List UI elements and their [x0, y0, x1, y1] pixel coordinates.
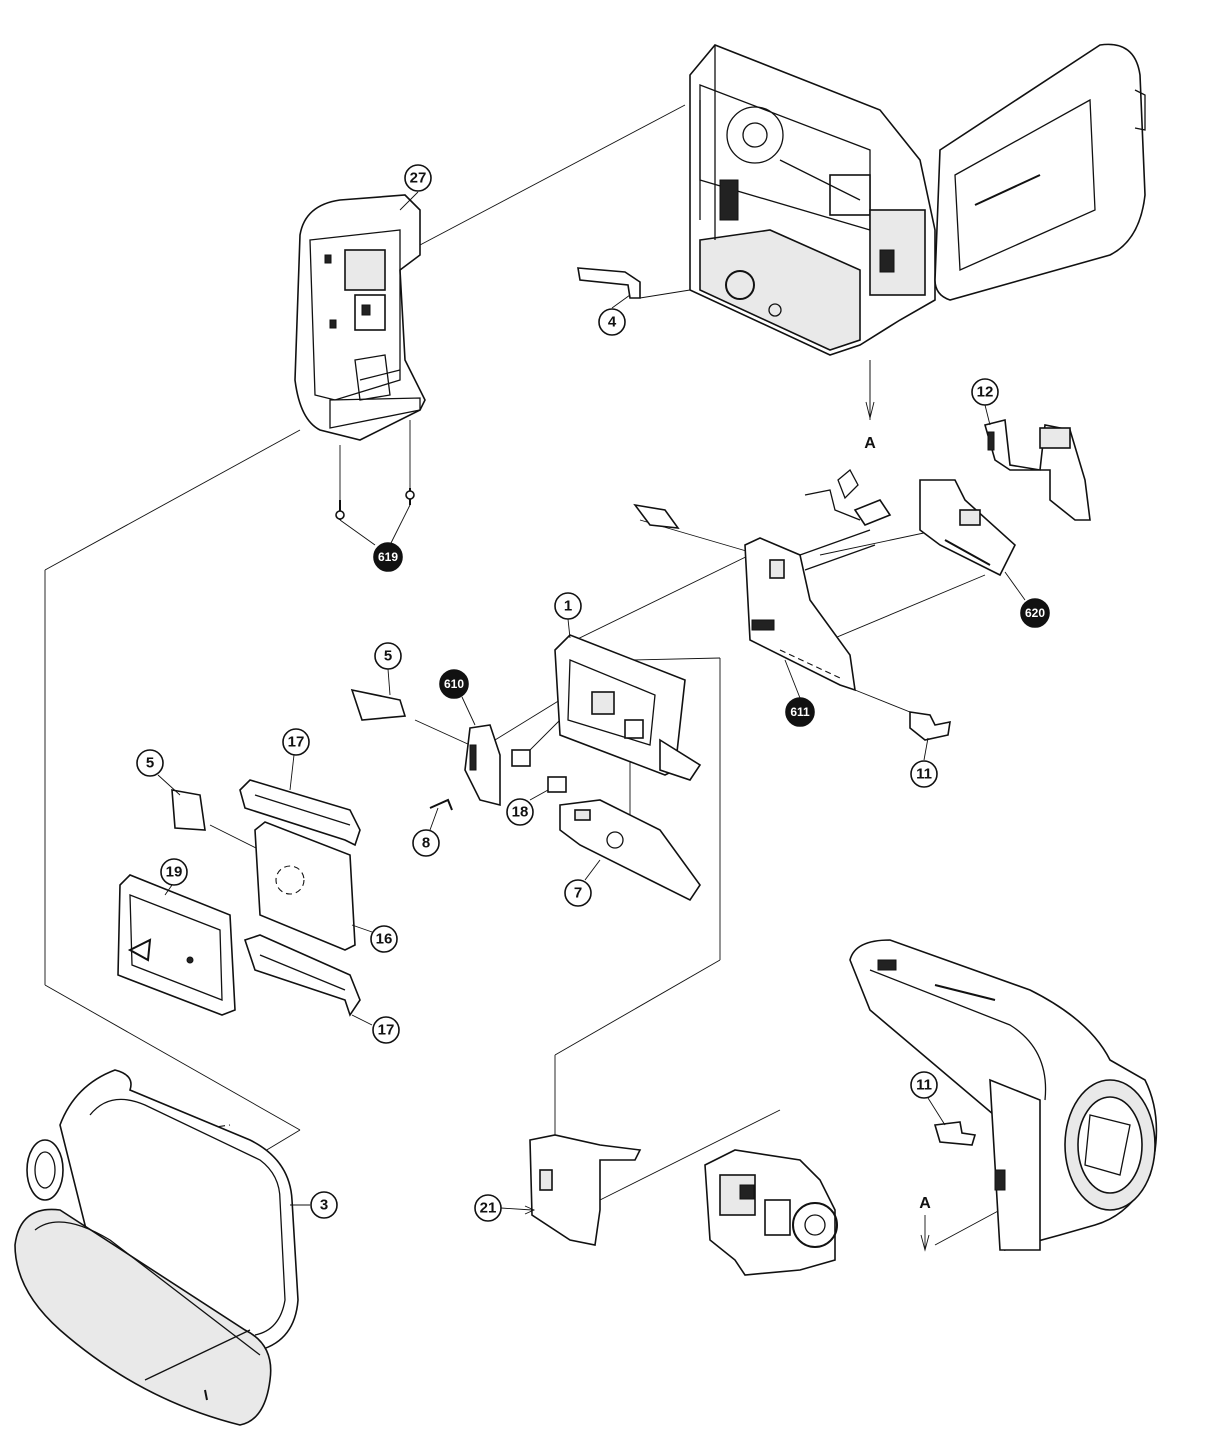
part-27-side-frame [294, 194, 426, 441]
callout-17-top: 17 [282, 728, 310, 791]
part-11-bracket-mid [909, 711, 951, 741]
svg-text:3: 3 [320, 1197, 328, 1214]
svg-text:19: 19 [166, 864, 183, 881]
callouts: 27 4 12 619 620 1 [136, 164, 1050, 1222]
svg-text:5: 5 [146, 755, 154, 772]
callout-21: 21 [474, 1194, 536, 1222]
callout-3: 3 [290, 1191, 338, 1219]
callout-611: 611 [784, 659, 815, 727]
callout-18: 18 [506, 789, 549, 826]
callout-27: 27 [399, 164, 432, 211]
svg-text:27: 27 [410, 170, 427, 187]
part-18-connectors [511, 749, 567, 793]
part-620-board [919, 479, 1016, 577]
svg-text:610: 610 [444, 677, 464, 691]
callout-16: 16 [351, 924, 398, 953]
callout-11-lower: 11 [910, 1071, 946, 1126]
svg-text:17: 17 [378, 1022, 395, 1039]
screws-619 [335, 488, 415, 546]
reference-mark-top: A [864, 360, 876, 452]
part-12-bracket [984, 419, 1091, 521]
lcd-panel [934, 43, 1146, 301]
callout-4: 4 [598, 294, 631, 336]
callout-12: 12 [971, 378, 999, 426]
callout-8: 8 [412, 807, 440, 857]
svg-text:619: 619 [378, 550, 398, 564]
svg-text:18: 18 [512, 804, 529, 821]
callout-17-bottom: 17 [351, 1014, 400, 1044]
lens-unit [704, 1149, 838, 1276]
part-16-panel [254, 821, 356, 951]
svg-text:16: 16 [376, 931, 393, 948]
callout-5-lower: 5 [136, 749, 181, 796]
ref-letter-a-bottom: A [919, 1195, 931, 1212]
svg-text:4: 4 [608, 314, 617, 331]
svg-text:8: 8 [422, 835, 430, 852]
callout-5-upper: 5 [374, 642, 402, 696]
svg-text:620: 620 [1025, 606, 1045, 620]
svg-text:11: 11 [916, 766, 932, 783]
reference-mark-bottom: A [919, 1195, 931, 1252]
part-11-bracket-lower [933, 1121, 977, 1146]
part-1-frame [554, 634, 702, 781]
svg-text:611: 611 [790, 705, 810, 719]
part-5-flex-upper [350, 688, 407, 721]
callout-11-mid: 11 [910, 737, 938, 788]
ref-letter-a-top: A [864, 435, 876, 452]
callout-1: 1 [554, 592, 582, 639]
flex-cables [633, 468, 892, 571]
svg-text:5: 5 [384, 648, 392, 665]
svg-text:11: 11 [916, 1077, 932, 1094]
part-4-bracket [577, 267, 641, 299]
part-610-main-board [744, 537, 856, 692]
part-3-body-housing [14, 1069, 299, 1426]
svg-text:12: 12 [977, 384, 994, 401]
part-611-small-board [464, 724, 501, 807]
part-5-flex-lower [171, 789, 206, 831]
part-17-bottom-cover [243, 934, 361, 1017]
callout-19: 19 [160, 858, 188, 896]
part-19-housing [117, 874, 236, 1016]
part-8-clip [429, 798, 453, 811]
callout-7: 7 [564, 859, 601, 907]
callout-620: 620 [1004, 571, 1050, 628]
top-chassis-assembly [689, 44, 936, 356]
callout-610: 610 [439, 669, 476, 726]
part-7-plate [559, 799, 701, 902]
svg-text:21: 21 [480, 1200, 497, 1217]
svg-text:17: 17 [288, 734, 305, 751]
grip-body-assembly [849, 939, 1158, 1252]
callout-619: 619 [373, 542, 403, 572]
svg-text:1: 1 [564, 598, 572, 615]
part-21-bracket [529, 1134, 642, 1246]
svg-text:7: 7 [574, 885, 582, 902]
part-17-top-cover [239, 779, 361, 847]
